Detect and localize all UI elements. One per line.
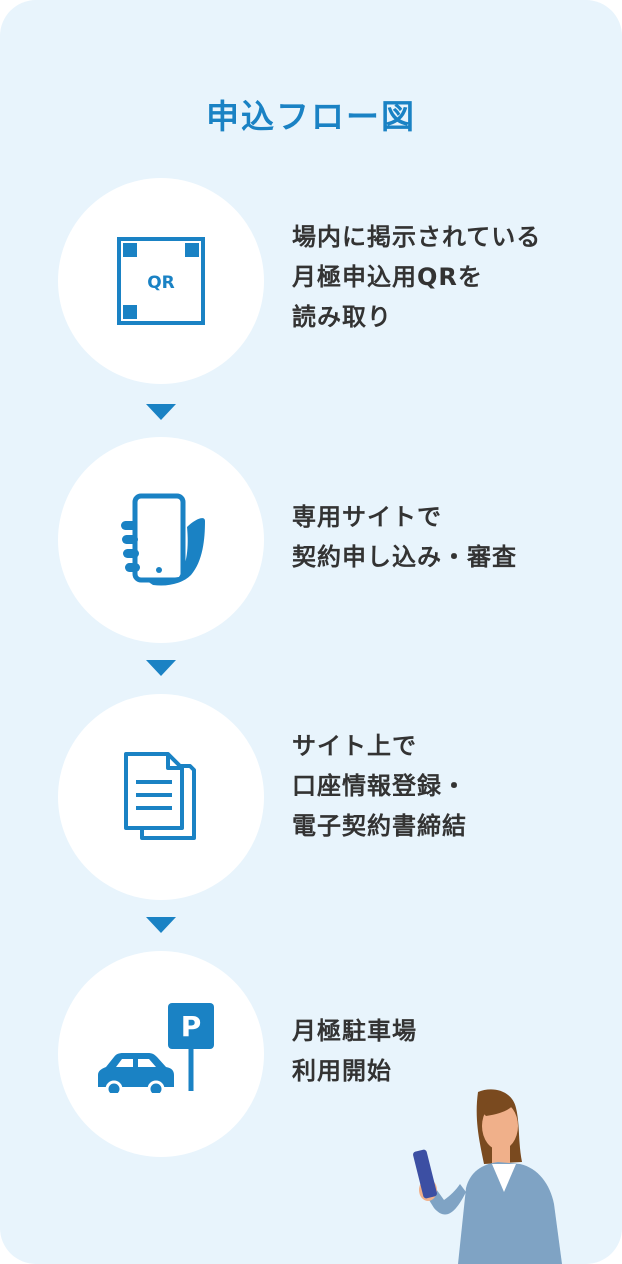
step-3-circle: [58, 694, 264, 900]
woman-with-smartphone-icon: [413, 1089, 562, 1264]
step-1-line-3: 読み取り: [292, 303, 392, 331]
parking-label: P: [181, 1010, 202, 1043]
step-4-text: 月極駐車場 利用開始: [292, 1011, 612, 1091]
qr-label: QR: [147, 273, 175, 293]
step-2-line-2: 契約申し込み・審査: [292, 543, 517, 571]
step-1-line-2: 月極申込用QRを: [292, 263, 483, 291]
page-title: 申込フロー図: [206, 97, 416, 136]
down-arrow-icon: [146, 917, 176, 933]
car-parking-icon: P: [98, 1003, 214, 1093]
down-arrow-icon: [146, 404, 176, 420]
step-3-line-2: 口座情報登録・: [292, 772, 467, 800]
step-1-line-1: 場内に掲示されている: [292, 223, 542, 251]
step-3-text: サイト上で 口座情報登録・ 電子契約書締結: [292, 726, 612, 846]
hand-smartphone-icon: [121, 493, 205, 586]
qr-code-icon: QR: [117, 237, 205, 325]
step-1-text: 場内に掲示されている 月極申込用QRを 読み取り: [292, 217, 612, 337]
step-3-line-1: サイト上で: [292, 732, 417, 760]
documents-icon: [124, 752, 196, 840]
step-3-line-3: 電子契約書締結: [292, 812, 467, 840]
step-2-circle: [58, 437, 264, 643]
step-1-circle: QR: [58, 178, 264, 384]
down-arrow-icon: [146, 660, 176, 676]
step-4-line-2: 利用開始: [292, 1057, 392, 1085]
step-4-line-1: 月極駐車場: [292, 1017, 417, 1045]
step-4-circle: P: [58, 951, 264, 1157]
step-2-line-1: 専用サイトで: [292, 503, 442, 531]
step-2-text: 専用サイトで 契約申し込み・審査: [292, 497, 612, 577]
